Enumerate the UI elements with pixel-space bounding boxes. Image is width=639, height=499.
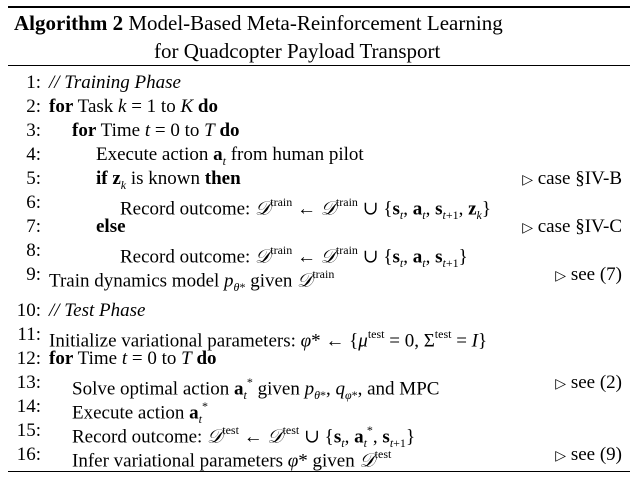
line-number: 8: <box>26 240 41 261</box>
algo-line-13: 13: Solve optimal action at* given pθ*, … <box>8 371 630 402</box>
line-number: 10: <box>16 300 41 321</box>
comment-see-9: ▷ see (9) <box>555 444 622 465</box>
line-number: 15: <box>16 420 41 441</box>
algo-line-9: 9: Train dynamics model pθ* given 𝒟train… <box>8 263 630 294</box>
line-number: 5: <box>26 168 41 189</box>
infer-variational-parameters: Infer variational parameters φ* given 𝒟t… <box>72 447 392 472</box>
line-number: 16: <box>16 444 41 465</box>
line-number: 9: <box>26 264 41 285</box>
algo-line-1: 1: // Training Phase <box>8 71 630 95</box>
line-number: 14: <box>16 396 41 417</box>
algo-line-2: 2: for Task k = 1 to K do <box>8 95 630 119</box>
algo-line-8: 8: Record outcome: 𝒟train ← 𝒟train ∪ {st… <box>8 239 630 270</box>
line-number: 3: <box>26 120 41 141</box>
comment-see-2: ▷ see (2) <box>555 372 622 393</box>
record-outcome-without-z: Record outcome: 𝒟train ← 𝒟train ∪ {st, a… <box>120 243 468 271</box>
for-time-test-loop: for Time t = 0 to T do <box>49 348 217 369</box>
top-rule <box>8 6 630 8</box>
initialize-variational-parameters: Initialize variational parameters: φ* ← … <box>49 327 488 352</box>
algorithm-label: Algorithm 2 <box>14 11 124 35</box>
algo-line-6: 6: Record outcome: 𝒟train ← 𝒟train ∪ {st… <box>8 191 630 222</box>
comment-test-phase: // Test Phase <box>49 300 146 321</box>
train-dynamics-model: Train dynamics model pθ* given 𝒟train <box>49 267 335 295</box>
algo-line-5: 5: if zk is known then ▷ case §IV-B <box>8 167 630 192</box>
algo-line-4: 4: Execute action at from human pilot <box>8 143 630 168</box>
algo-line-11: 11: Initialize variational parameters: φ… <box>8 323 630 351</box>
algo-line-14: 14: Execute action at* <box>8 395 630 426</box>
algorithm-caption: Algorithm 2 Model-Based Meta-Reinforceme… <box>8 8 630 65</box>
line-number: 13: <box>16 372 41 393</box>
line-number: 12: <box>16 348 41 369</box>
line-number: 6: <box>26 192 41 213</box>
else-branch: else <box>96 216 126 237</box>
comment-training-phase: // Training Phase <box>49 72 181 93</box>
for-task-loop: for Task k = 1 to K do <box>49 96 218 117</box>
algo-line-3: 3: for Time t = 0 to T do <box>8 119 630 143</box>
caption-title-line1: Model-Based Meta-Reinforcement Learning <box>128 11 503 35</box>
algorithm-box: Algorithm 2 Model-Based Meta-Reinforceme… <box>8 6 630 493</box>
line-number: 2: <box>26 96 41 117</box>
record-test-outcome: Record outcome: 𝒟test ← 𝒟test ∪ {st, at*… <box>72 423 416 451</box>
line-number: 1: <box>26 72 41 93</box>
line-number: 11: <box>17 324 41 345</box>
execute-optimal-action: Execute action at* <box>72 399 208 427</box>
algo-line-10: 10: // Test Phase <box>8 299 630 323</box>
algorithm-body: 1: // Training Phase 2: for Task k = 1 t… <box>8 66 630 493</box>
bottom-rule <box>8 471 630 472</box>
record-outcome-with-z: Record outcome: 𝒟train ← 𝒟train ∪ {st, a… <box>120 195 491 223</box>
execute-action-pilot: Execute action at from human pilot <box>96 144 364 168</box>
comment-see-7: ▷ see (7) <box>555 264 622 285</box>
if-z-known: if zk is known then <box>96 168 241 192</box>
line-number: 7: <box>26 216 41 237</box>
algo-line-7: 7: else ▷ case §IV-C <box>8 215 630 239</box>
line-number: 4: <box>26 144 41 165</box>
algo-line-16: 16: Infer variational parameters φ* give… <box>8 443 630 471</box>
solve-optimal-action: Solve optimal action at* given pθ*, qφ*,… <box>72 375 440 403</box>
algo-line-15: 15: Record outcome: 𝒟test ← 𝒟test ∪ {st,… <box>8 419 630 450</box>
comment-case-ivb: ▷ case §IV-B <box>522 168 622 189</box>
comment-case-ivc: ▷ case §IV-C <box>522 216 622 237</box>
algo-line-12: 12: for Time t = 0 to T do <box>8 347 630 371</box>
caption-rule <box>8 65 630 66</box>
caption-title-line2: for Quadcopter Payload Transport <box>154 39 441 63</box>
for-time-loop: for Time t = 0 to T do <box>72 120 240 141</box>
